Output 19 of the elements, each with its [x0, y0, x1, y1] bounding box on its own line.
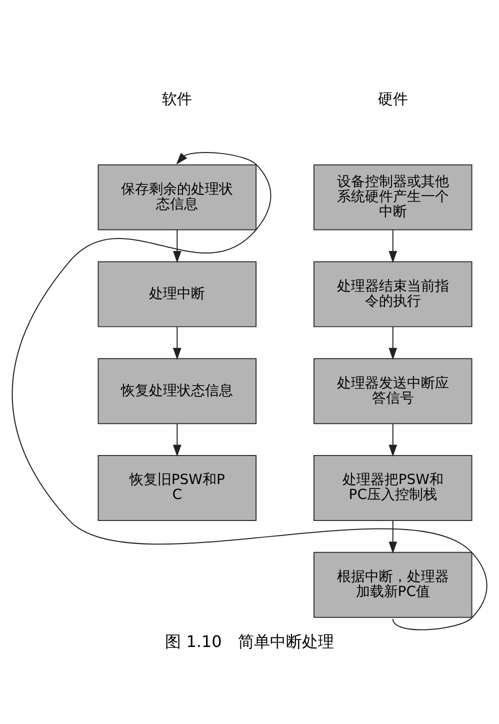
node-box: 处理中断	[98, 261, 257, 328]
node-box: 根据中断，处理器加载新PC值	[313, 552, 472, 618]
arrow	[388, 326, 398, 360]
node-box: 设备控制器或其他系统硬件产生一个中断	[313, 164, 472, 230]
arrow	[388, 520, 398, 554]
label: 硬件	[378, 90, 408, 108]
node-box: 处理器把PSW和PC压入控制栈	[313, 455, 472, 521]
caption: 图 1.10 简单中断处理	[165, 632, 334, 651]
label: 软件	[162, 90, 192, 108]
node-box: 恢复旧PSW和PC	[98, 455, 257, 521]
arrow	[388, 229, 398, 263]
node-box: 处理器结束当前指令的执行	[313, 261, 472, 328]
arrow	[172, 326, 182, 360]
arrow	[172, 423, 182, 457]
node-box: 处理器发送中断应答信号	[313, 358, 472, 424]
node-box: 恢复处理状态信息	[98, 358, 257, 424]
arrow	[172, 229, 182, 263]
node-box: 保存剩余的处理状态信息	[98, 164, 257, 230]
arrow	[388, 423, 398, 457]
